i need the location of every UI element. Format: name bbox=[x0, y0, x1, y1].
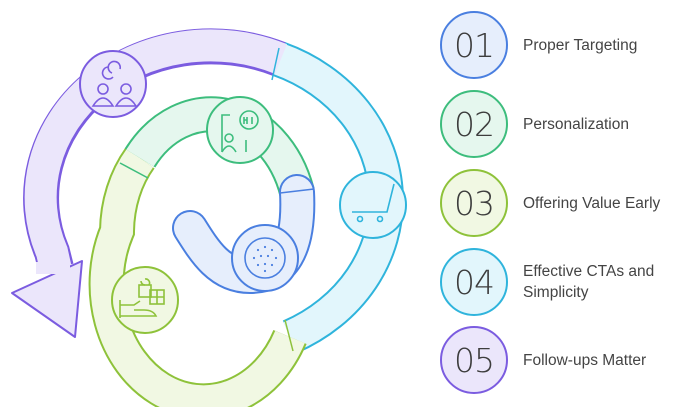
step-label: Effective CTAs and Simplicity bbox=[523, 263, 655, 301]
step-number-badge: 04 bbox=[440, 248, 508, 316]
step-label: Personalization bbox=[523, 115, 629, 133]
arrowhead bbox=[11, 260, 83, 338]
step-04: 04 Effective CTAs and Simplicity bbox=[440, 247, 700, 317]
shopping-cart-icon bbox=[339, 171, 407, 239]
step-number-badge: 03 bbox=[440, 169, 508, 237]
step-label: Offering Value Early bbox=[523, 194, 661, 212]
step-number-badge: 05 bbox=[440, 326, 508, 394]
step-label: Proper Targeting bbox=[523, 36, 638, 54]
step-label: Follow-ups Matter bbox=[523, 351, 647, 369]
people-cycle-icon bbox=[79, 50, 147, 118]
step-01: 01 Proper Targeting bbox=[440, 10, 700, 80]
spiral-diagram bbox=[11, 28, 407, 407]
step-02: 02 Personalization bbox=[440, 89, 700, 159]
chat-bubble-dots-icon bbox=[231, 224, 299, 292]
step-number-badge: 02 bbox=[440, 90, 508, 158]
step-05: 05 Follow-ups Matter bbox=[440, 325, 700, 395]
step-number-badge: 01 bbox=[440, 11, 508, 79]
step-03: 03 Offering Value Early bbox=[440, 168, 700, 238]
segment-03-value bbox=[88, 147, 307, 407]
phone-chat-hi-icon bbox=[206, 96, 274, 164]
hand-gift-bag-icon bbox=[111, 266, 179, 334]
